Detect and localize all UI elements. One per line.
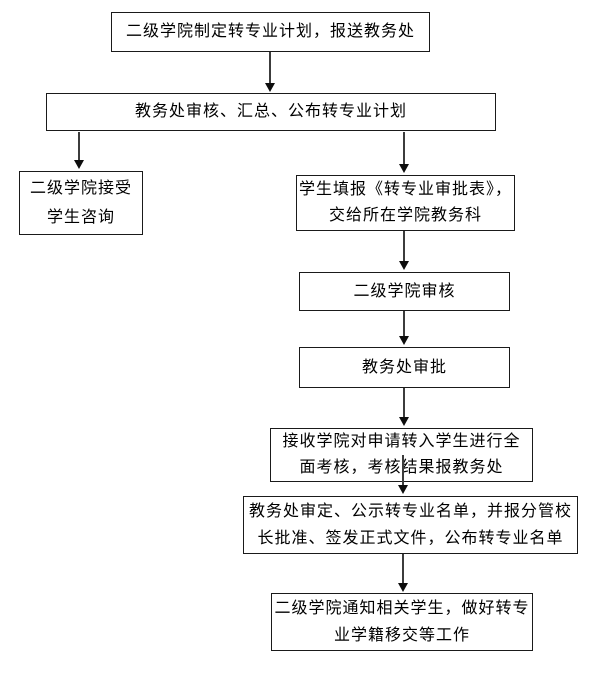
node-apply-text-line2: 交给所在学院教务科: [328, 207, 482, 224]
node-review-text: 教务处审核、汇总、公布转专业计划: [134, 103, 407, 120]
arrow-assess-to-publish: [402, 455, 404, 485]
node-publish: 教务处审定、公示转专业名单，并报分管校 长批准、签发正式文件，公布转专业名单: [243, 496, 578, 554]
node-jwc-approve: 教务处审批: [299, 347, 510, 388]
node-apply-text-line1: 学生填报《转专业审批表》，: [298, 181, 512, 198]
node-notify-text-line1: 二级学院通知相关学生，做好转专: [274, 600, 530, 617]
arrow-publish-to-notify: [402, 554, 404, 583]
node-consult: 二级学院接受 学生咨询: [19, 171, 143, 235]
arrow-apply-to-college-review: [403, 231, 405, 261]
node-publish-text-line1: 教务处审定、公示转专业名单，并报分管校: [248, 503, 572, 520]
arrow-jwc-approve-to-assess: [403, 388, 405, 417]
arrow-review-to-consult: [78, 132, 80, 160]
node-review: 教务处审核、汇总、公布转专业计划: [46, 93, 496, 131]
arrow-review-to-apply: [403, 132, 405, 164]
node-assess-text-line1: 接收学院对申请转入学生进行全: [282, 433, 521, 450]
node-plan: 二级学院制定转专业计划，报送教务处: [111, 12, 430, 52]
node-consult-text-line2: 学生咨询: [46, 209, 115, 226]
arrow-plan-to-review: [269, 52, 271, 83]
arrow-college-review-to-jwc-approve: [403, 311, 405, 336]
node-jwc-approve-text: 教务处审批: [361, 358, 447, 376]
node-consult-text-line1: 二级学院接受: [29, 180, 132, 197]
node-apply: 学生填报《转专业审批表》， 交给所在学院教务科: [296, 175, 515, 231]
node-assess-text-line2: 面考核，考核结果报教务处: [299, 455, 503, 481]
node-notify-text-line2: 业学籍移交等工作: [333, 627, 470, 644]
node-college-review: 二级学院审核: [299, 272, 510, 311]
node-publish-text-line2: 长批准、签发正式文件，公布转专业名单: [257, 530, 564, 547]
node-notify: 二级学院通知相关学生，做好转专 业学籍移交等工作: [271, 593, 533, 651]
node-college-review-text: 二级学院审核: [353, 282, 456, 300]
node-plan-text: 二级学院制定转专业计划，报送教务处: [125, 23, 415, 40]
